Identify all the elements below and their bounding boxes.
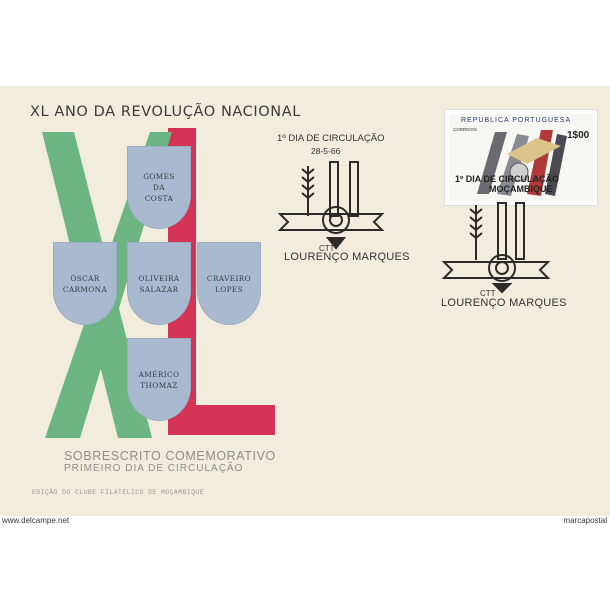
footer-source-left: www.delcampe.net bbox=[2, 516, 70, 525]
subtitle-first-day: PRIMEIRO DIA DE CIRCULAÇÃO bbox=[64, 463, 244, 474]
postage-stamp: REPUBLICA PORTUGUESA CORREIOS 1$00 1º DI… bbox=[445, 110, 597, 205]
postmark-right-place: LOURENÇO MARQUES bbox=[441, 297, 567, 309]
shield-gomes-da-costa: GOMES DA COSTA bbox=[127, 146, 191, 229]
postmark-right-emblem-icon bbox=[441, 202, 551, 294]
subtitle-commemorative: SOBRESCRITO COMEMORATIVO bbox=[64, 449, 276, 463]
letter-l-red bbox=[168, 128, 275, 435]
footer-bar: www.delcampe.net marcapostal bbox=[0, 516, 610, 525]
shield-oliveira-salazar: OLIVEIRA SALAZAR bbox=[127, 242, 191, 325]
stamp-value: 1$00 bbox=[567, 130, 590, 141]
stamp-design: REPUBLICA PORTUGUESA CORREIOS 1$00 bbox=[449, 114, 593, 201]
postmark-date: 28-5-66 bbox=[311, 146, 341, 156]
stamp-overprint-line1: 1º DIA DE CIRCULAÇÃO bbox=[455, 174, 559, 184]
postmark-right-ctt: CTT bbox=[480, 289, 496, 298]
footer-source-right: marcapostal bbox=[563, 516, 607, 525]
shield-oscar-carmona: ÓSCAR CARMONA bbox=[53, 242, 117, 325]
postmark-left-emblem-icon bbox=[278, 161, 385, 250]
shield-americo-thomaz: AMÉRICO THOMAZ bbox=[127, 338, 191, 421]
postmark-place: LOURENÇO MARQUES bbox=[284, 251, 410, 263]
stamp-country: REPUBLICA PORTUGUESA bbox=[461, 117, 572, 124]
edition-credit: EDIÇÃO DO CLUBE FILATÉLICO DE MOÇAMBIQUE bbox=[32, 489, 205, 496]
postmark-ctt: CTT bbox=[319, 244, 335, 253]
stamp-overprint-line2: MOÇAMBIQUE bbox=[489, 184, 553, 194]
shield-craveiro-lopes: CRAVEIRO LOPES bbox=[197, 242, 261, 325]
stamp-correios: CORREIOS bbox=[453, 127, 478, 132]
postmark-header: 1º DIA DE CIRCULAÇÃO bbox=[277, 133, 385, 144]
stamp-artwork-icon bbox=[477, 130, 567, 196]
envelope-title: XL ANO DA REVOLUÇÃO NACIONAL bbox=[30, 104, 301, 120]
